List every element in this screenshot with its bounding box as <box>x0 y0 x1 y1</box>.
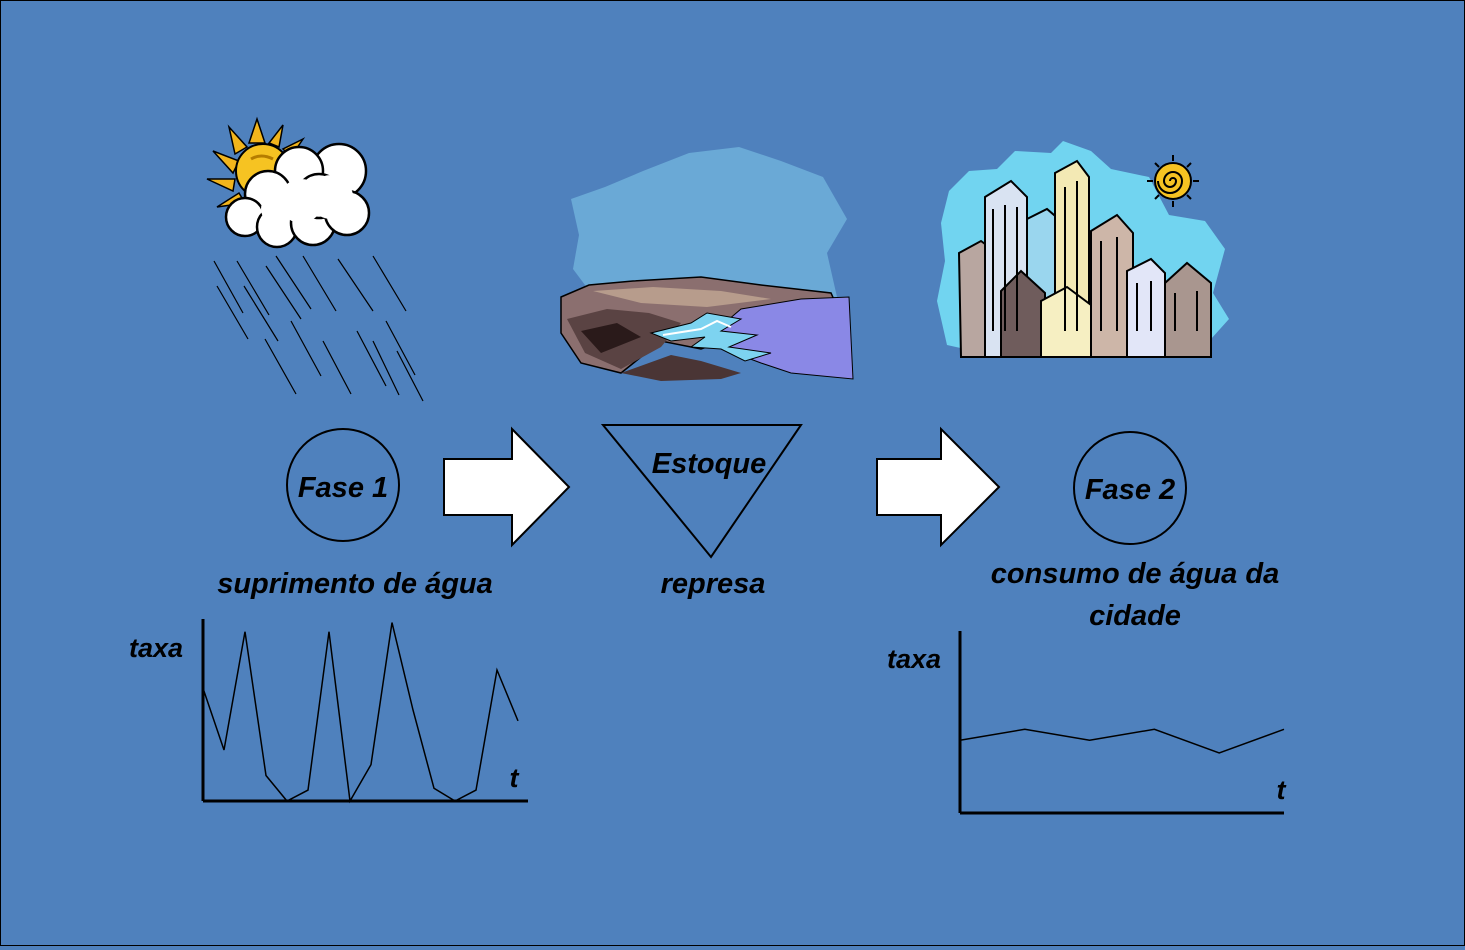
supply-chart-y-label: taxa <box>129 633 183 663</box>
sun-cloud-rain-icon <box>206 116 424 402</box>
phase2-circle-label: Fase 2 <box>1085 474 1175 506</box>
reservoir-landscape-icon <box>560 147 854 381</box>
stock-caption: represa <box>661 568 766 600</box>
consumption-rate-series-line <box>959 728 1285 754</box>
phase1-circle <box>286 428 400 542</box>
stock-triangle <box>600 424 803 559</box>
phase2-circle <box>1073 431 1187 545</box>
supply-chart-x-label: t <box>510 763 520 793</box>
phase2-caption-line1: consumo de água da <box>991 558 1279 590</box>
phase1-circle-label: Fase 1 <box>298 472 388 504</box>
city-skyline-icon <box>937 141 1229 358</box>
consumption-chart-y-label: taxa <box>887 644 941 674</box>
phase2-caption-line2: cidade <box>1089 600 1181 632</box>
stock-label: Estoque <box>652 448 766 480</box>
supply-rate-series-line <box>202 622 519 804</box>
flow-arrow-1 <box>443 426 571 548</box>
consumption-chart-x-label: t <box>1277 775 1287 805</box>
supply-chart: taxa t <box>129 619 528 804</box>
flow-arrow-2 <box>876 426 1001 548</box>
consumption-chart: taxa t <box>887 631 1287 815</box>
phase1-caption: suprimento de água <box>217 568 493 600</box>
